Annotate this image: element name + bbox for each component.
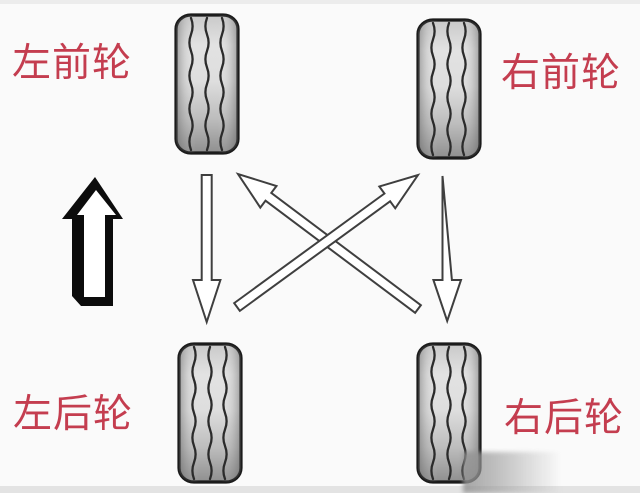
watermark-smudge xyxy=(463,452,561,493)
tire-front-right-image xyxy=(416,18,482,160)
tire-front-left-image xyxy=(174,13,240,155)
rotation-arrow-right-down-icon xyxy=(432,175,463,325)
label-front-right-wheel: 右前轮 xyxy=(501,52,622,95)
label-rear-right-wheel: 右后轮 xyxy=(504,397,625,440)
rotation-arrow-cross-up-right-icon xyxy=(232,173,421,313)
bottom-edge-band xyxy=(0,486,640,493)
label-rear-left-wheel: 左后轮 xyxy=(13,393,134,436)
top-edge-band xyxy=(0,0,640,4)
rotation-arrows-group xyxy=(191,172,463,326)
direction-of-travel-arrow-icon xyxy=(62,177,123,306)
tire-rear-left-image xyxy=(177,342,243,484)
rotation-arrow-left-down-icon xyxy=(191,174,222,326)
label-front-left-wheel: 左前轮 xyxy=(12,42,133,85)
